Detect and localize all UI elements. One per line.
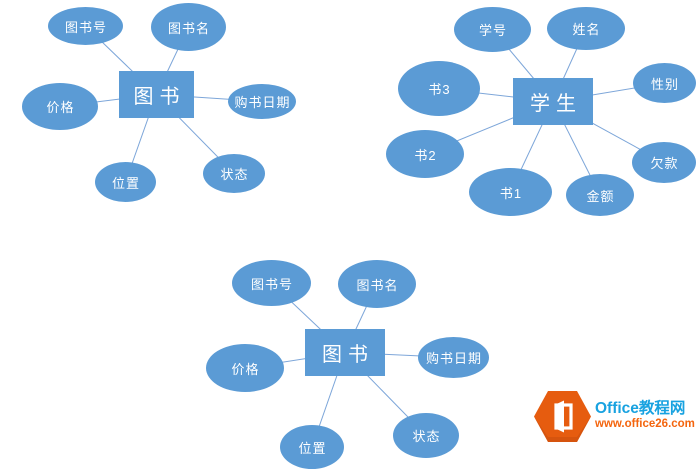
attribute-node[interactable]: 图书号 (48, 7, 123, 45)
attribute-node[interactable]: 书2 (386, 130, 464, 178)
watermark: Office教程网 www.office26.com (534, 387, 696, 444)
connector-lines (59, 25, 665, 444)
attribute-node[interactable]: 欠款 (632, 142, 696, 183)
attribute-node[interactable]: 价格 (22, 83, 98, 130)
attribute-node[interactable]: 图书名 (151, 3, 226, 51)
attribute-node[interactable]: 购书日期 (228, 84, 296, 119)
attribute-node[interactable]: 书3 (398, 61, 480, 116)
attribute-node[interactable]: 书1 (469, 168, 552, 216)
watermark-site-url: www.office26.com (595, 418, 695, 430)
attribute-node[interactable]: 姓名 (547, 7, 625, 50)
attribute-node[interactable]: 图书号 (232, 260, 311, 306)
attribute-node[interactable]: 学号 (454, 7, 531, 52)
attribute-node[interactable]: 性别 (633, 63, 696, 103)
attribute-node[interactable]: 价格 (206, 344, 284, 392)
entity-node[interactable]: 图书 (305, 329, 385, 376)
attribute-node[interactable]: 状态 (203, 154, 265, 193)
attribute-node[interactable]: 图书名 (338, 260, 416, 308)
entity-node[interactable]: 图书 (119, 71, 194, 118)
attribute-node[interactable]: 位置 (95, 162, 156, 202)
entity-node[interactable]: 学生 (513, 78, 593, 125)
attribute-node[interactable]: 位置 (280, 425, 344, 469)
attribute-node[interactable]: 金额 (566, 174, 634, 216)
watermark-site-name: Office教程网 (595, 399, 686, 417)
office-logo-icon (534, 391, 591, 442)
attribute-node[interactable]: 状态 (393, 413, 459, 458)
attribute-node[interactable]: 购书日期 (418, 337, 489, 378)
